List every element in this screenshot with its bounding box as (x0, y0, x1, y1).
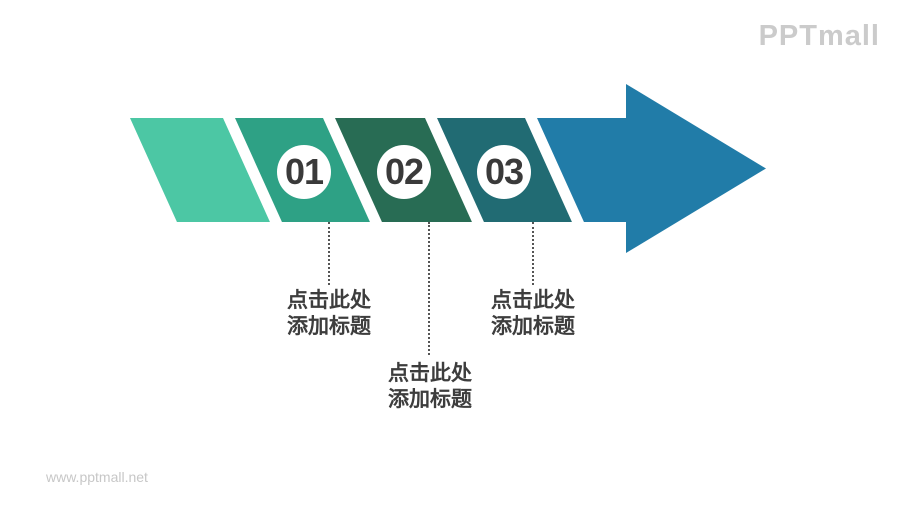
brand-logo: PPTmall (758, 20, 880, 52)
connector-line-2 (428, 222, 430, 355)
step-number-1: 01 (284, 151, 324, 192)
connector-line-1 (328, 222, 330, 285)
title-placeholder-3-line2: 添加标题 (491, 315, 575, 338)
arrow-head-icon (626, 84, 766, 253)
title-placeholder-2[interactable]: 点击此处 添加标题 (360, 361, 500, 413)
title-placeholder-1[interactable]: 点击此处 添加标题 (259, 288, 399, 340)
step-number-3: 03 (484, 151, 524, 192)
step-number-2: 02 (384, 151, 424, 192)
connector-line-3 (532, 222, 534, 285)
title-placeholder-2-line2: 添加标题 (388, 388, 472, 411)
title-placeholder-1-line1: 点击此处 (287, 289, 371, 312)
step-number-badge-1: 01 (277, 145, 331, 199)
title-placeholder-1-line2: 添加标题 (287, 315, 371, 338)
title-placeholder-2-line1: 点击此处 (388, 362, 472, 385)
title-placeholder-3[interactable]: 点击此处 添加标题 (463, 288, 603, 340)
step-number-badge-2: 02 (377, 145, 431, 199)
title-placeholder-3-line1: 点击此处 (491, 289, 575, 312)
step-number-badge-3: 03 (477, 145, 531, 199)
watermark-url: www.pptmall.net (46, 469, 148, 485)
